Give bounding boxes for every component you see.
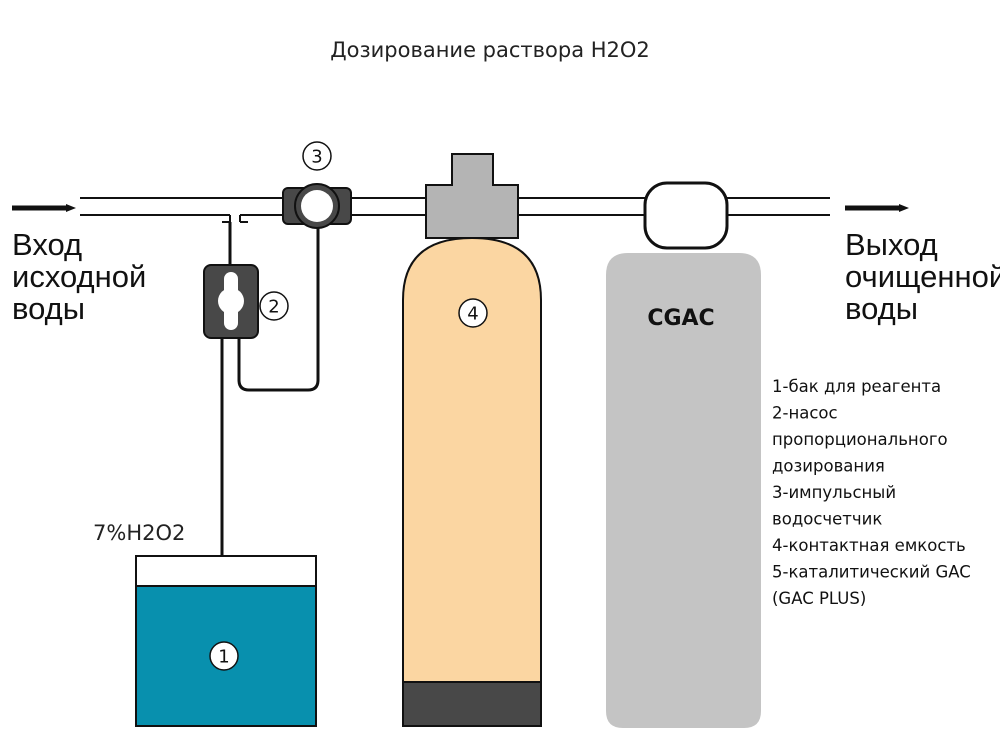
pulse-water-meter xyxy=(282,183,352,229)
legend: 1-бак для реагента 2-насос пропорциональ… xyxy=(772,377,976,608)
reagent-label: 7%H2O2 xyxy=(93,521,185,545)
dosing-pump xyxy=(203,264,259,339)
pump-number: 2 xyxy=(268,297,279,318)
filter-body xyxy=(606,253,761,728)
filter-head xyxy=(643,181,729,250)
signal-cable xyxy=(237,228,320,392)
meter-number: 3 xyxy=(311,147,322,168)
filter-label: CGAC xyxy=(647,306,714,331)
contact-vessel xyxy=(402,153,542,727)
reagent-tank: 1 xyxy=(135,555,317,727)
valve-head xyxy=(425,153,519,239)
outlet-label: Выход очищенной воды xyxy=(845,227,1000,326)
diagram-title: Дозирование раствора H2O2 xyxy=(330,38,650,62)
cgac-filter: CGAC xyxy=(606,181,761,728)
inlet-label: Вход исходной воды xyxy=(12,227,155,326)
tank-number: 1 xyxy=(218,647,229,668)
contact-vessel-base xyxy=(402,681,542,727)
vessel-number: 4 xyxy=(467,304,478,325)
